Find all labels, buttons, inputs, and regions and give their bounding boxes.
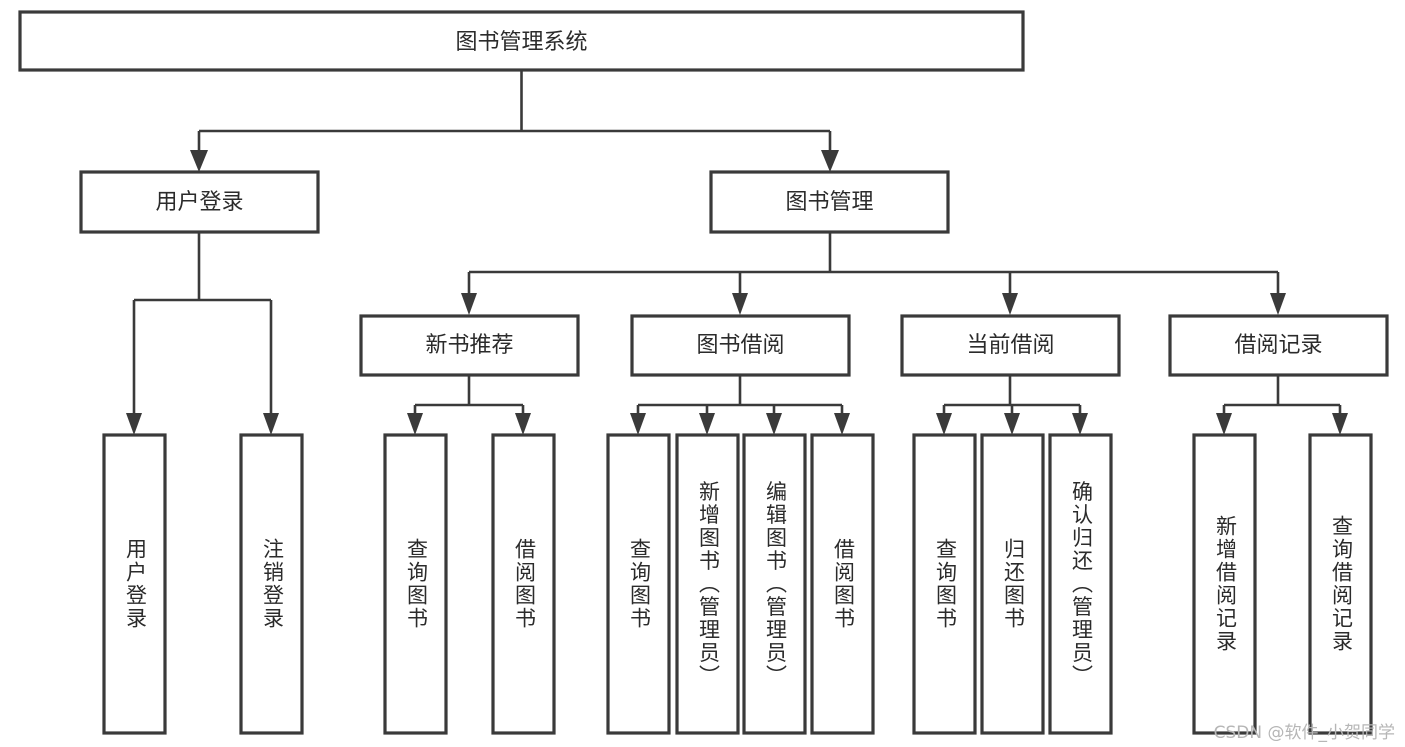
node-book-manage-label: 图书管理 xyxy=(785,190,873,215)
node-leaf-query-book-1-box[interactable] xyxy=(383,433,448,735)
node-leaf-query-book-2-box[interactable] xyxy=(606,433,671,735)
arrow-head-leaf-confirm-return xyxy=(1072,413,1088,435)
node-leaf-query-book-2[interactable]: 查询图书 xyxy=(606,433,671,735)
arrow-head-leaf-borrow-book-1 xyxy=(515,413,531,435)
arrow-head-book-borrow xyxy=(732,293,748,315)
node-book-borrow-box[interactable] xyxy=(630,314,851,377)
arrow-head-leaf-add-book xyxy=(699,413,715,435)
arrow-head-leaf-user-login xyxy=(126,413,142,435)
arrow-head-leaf-add-record xyxy=(1216,413,1232,435)
node-leaf-edit-book[interactable]: 编辑图书（管理员） xyxy=(742,433,807,735)
node-leaf-borrow-book-1-box[interactable] xyxy=(491,433,556,735)
node-leaf-borrow-book-2-label: 借阅图书 xyxy=(832,538,856,630)
node-root[interactable]: 图书管理系统 xyxy=(18,10,1025,72)
node-leaf-query-book-3[interactable]: 查询图书 xyxy=(912,433,977,735)
node-leaf-user-login[interactable]: 用户登录 xyxy=(102,433,167,735)
node-leaf-borrow-book-2[interactable]: 借阅图书 xyxy=(810,433,875,735)
node-borrow-record-box[interactable] xyxy=(1168,314,1389,377)
node-leaf-add-record-label: 新增借阅记录 xyxy=(1214,515,1238,653)
node-leaf-confirm-return-box[interactable] xyxy=(1048,433,1113,735)
node-leaf-query-book-3-label: 查询图书 xyxy=(934,538,958,630)
arrow-head-leaf-edit-book xyxy=(766,413,782,435)
node-leaf-user-login-box[interactable] xyxy=(102,433,167,735)
node-current-borrow[interactable]: 当前借阅 xyxy=(900,314,1121,377)
node-leaf-add-record[interactable]: 新增借阅记录 xyxy=(1192,433,1257,735)
node-leaf-query-book-2-label: 查询图书 xyxy=(628,538,652,630)
arrow-head-leaf-query-book-1 xyxy=(407,413,423,435)
node-leaf-user-login-label: 用户登录 xyxy=(124,538,148,630)
arrow-head-new-book-recommend xyxy=(461,293,477,315)
node-new-book-recommend-label: 新书推荐 xyxy=(425,333,513,358)
arrow-head-leaf-query-book-2 xyxy=(630,413,646,435)
node-leaf-borrow-book-1[interactable]: 借阅图书 xyxy=(491,433,556,735)
arrow-head-leaf-query-book-3 xyxy=(936,413,952,435)
node-new-book-recommend[interactable]: 新书推荐 xyxy=(359,314,580,377)
csdn-watermark: CSDN @软件_小贺同学 xyxy=(1213,723,1395,743)
node-leaf-edit-book-box[interactable] xyxy=(742,433,807,735)
node-leaf-query-record[interactable]: 查询借阅记录 xyxy=(1308,433,1373,735)
node-leaf-edit-book-label: 编辑图书（管理员） xyxy=(764,481,788,688)
node-leaf-query-book-3-box[interactable] xyxy=(912,433,977,735)
arrow-head-user-login xyxy=(190,150,208,172)
node-borrow-record-label: 借阅记录 xyxy=(1234,333,1322,358)
node-book-borrow[interactable]: 图书借阅 xyxy=(630,314,851,377)
arrow-head-leaf-borrow-book-2 xyxy=(834,413,850,435)
node-leaf-add-record-box[interactable] xyxy=(1192,433,1257,735)
node-root-box[interactable] xyxy=(18,10,1025,72)
arrow-head-leaf-query-record xyxy=(1332,413,1348,435)
node-leaf-user-logout-box[interactable] xyxy=(239,433,304,735)
node-leaf-return-book-box[interactable] xyxy=(980,433,1045,735)
node-leaf-user-logout[interactable]: 注销登录 xyxy=(239,433,304,735)
node-user-login-label: 用户登录 xyxy=(155,190,243,215)
connector-group xyxy=(126,70,1348,435)
node-leaf-return-book[interactable]: 归还图书 xyxy=(980,433,1045,735)
node-new-book-recommend-box[interactable] xyxy=(359,314,580,377)
node-leaf-add-book-label: 新增图书（管理员） xyxy=(697,481,721,688)
node-leaf-add-book-box[interactable] xyxy=(675,433,740,735)
node-current-borrow-label: 当前借阅 xyxy=(966,333,1054,358)
node-leaf-borrow-book-1-label: 借阅图书 xyxy=(513,538,537,630)
node-user-login[interactable]: 用户登录 xyxy=(79,170,320,234)
node-leaf-query-record-box[interactable] xyxy=(1308,433,1373,735)
node-leaf-query-book-1-label: 查询图书 xyxy=(405,538,429,630)
node-current-borrow-box[interactable] xyxy=(900,314,1121,377)
node-leaf-confirm-return-label: 确认归还（管理员） xyxy=(1070,481,1094,688)
arrow-head-book-manage xyxy=(821,150,839,172)
node-root-label: 图书管理系统 xyxy=(455,30,587,55)
arrow-head-borrow-record xyxy=(1270,293,1286,315)
node-leaf-query-record-label: 查询借阅记录 xyxy=(1330,515,1354,653)
node-leaf-add-book[interactable]: 新增图书（管理员） xyxy=(675,433,740,735)
node-leaf-query-book-1[interactable]: 查询图书 xyxy=(383,433,448,735)
node-book-manage[interactable]: 图书管理 xyxy=(709,170,950,234)
node-leaf-borrow-book-2-box[interactable] xyxy=(810,433,875,735)
arrow-head-leaf-user-logout xyxy=(263,413,279,435)
node-leaf-user-logout-label: 注销登录 xyxy=(261,538,285,630)
node-leaf-return-book-label: 归还图书 xyxy=(1002,538,1026,630)
node-borrow-record[interactable]: 借阅记录 xyxy=(1168,314,1389,377)
node-book-manage-box[interactable] xyxy=(709,170,950,234)
arrow-head-leaf-return-book xyxy=(1004,413,1020,435)
arrow-head-current-borrow xyxy=(1002,293,1018,315)
node-user-login-box[interactable] xyxy=(79,170,320,234)
node-leaf-confirm-return[interactable]: 确认归还（管理员） xyxy=(1048,433,1113,735)
node-book-borrow-label: 图书借阅 xyxy=(696,333,784,358)
